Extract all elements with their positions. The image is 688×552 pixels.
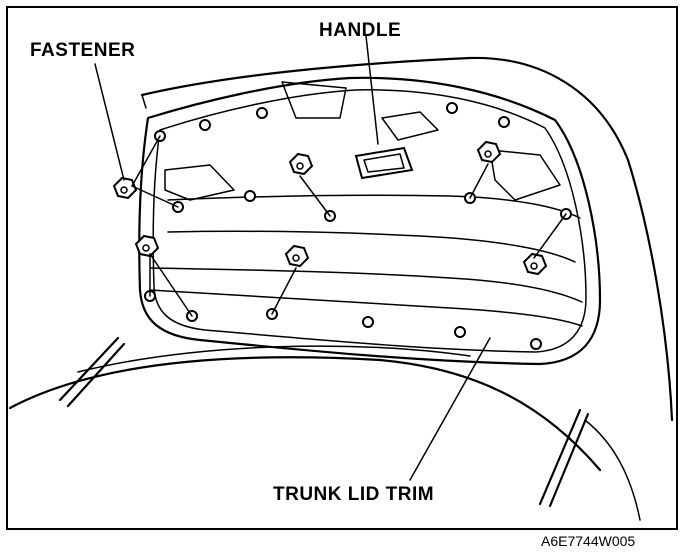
diagram-frame bbox=[6, 6, 678, 530]
fastener-label: FASTENER bbox=[30, 40, 136, 61]
fastener-clip bbox=[522, 252, 548, 276]
leader-lines bbox=[94, 63, 491, 481]
trunk-lid-trim-label: TRUNK LID TRIM bbox=[273, 484, 435, 505]
handle-label: HANDLE bbox=[319, 20, 402, 41]
fastener-clip bbox=[134, 234, 160, 258]
fastener-clip bbox=[284, 244, 310, 268]
fastener-clip bbox=[112, 176, 138, 200]
fastener-clip bbox=[288, 152, 314, 176]
fasteners bbox=[112, 140, 548, 276]
fastener-clip bbox=[476, 140, 502, 164]
handle-part bbox=[354, 35, 414, 180]
car-body-outline bbox=[8, 56, 674, 521]
direction-lines bbox=[131, 135, 567, 317]
gas-struts bbox=[58, 336, 590, 508]
figure-code: A6E7744W005 bbox=[541, 533, 636, 549]
